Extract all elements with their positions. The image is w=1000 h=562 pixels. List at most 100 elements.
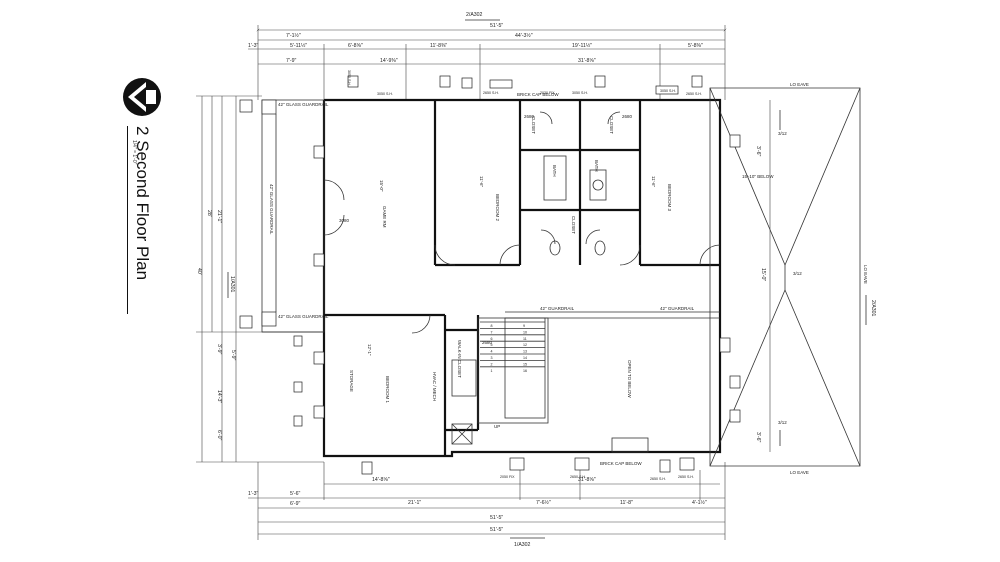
svg-text:21'-1": 21'-1"	[216, 210, 222, 223]
dim-top-row-4: 19'-11½"	[572, 42, 592, 49]
section-ref-right: 2/A301	[865, 295, 876, 325]
label-closet-a: CLOSET	[531, 116, 536, 134]
win-tag-bottom-3: 2650 S.H.	[678, 475, 694, 479]
right-dimensions: 3'-6" 15'-0" 3'-6"	[755, 100, 771, 452]
door-2680c: 2680	[482, 340, 493, 345]
svg-text:51'-5": 51'-5"	[490, 515, 503, 521]
win-tag-top-2: 2650 S.H.	[483, 91, 499, 95]
stair-number: 12	[523, 343, 527, 347]
svg-text:5'-6": 5'-6"	[290, 491, 300, 497]
stair-number: 9	[523, 324, 525, 328]
label-game-rm: GAME RM	[382, 206, 387, 228]
section-ref-top: 2/A302	[465, 12, 500, 21]
dim-top-overall: 51'-5"	[490, 23, 503, 29]
label-bath-1: BATH	[552, 165, 557, 177]
dim-top-sub: 44'-3½"	[515, 32, 533, 39]
stair-number: 1	[491, 369, 493, 373]
sheet-scale: 1/4" = 1'-0"	[131, 140, 137, 165]
room-labels: GAME RM 15'-0" BEDROOM 2 11'-6" BEDROOM …	[269, 102, 695, 429]
dim-top-b: 14'-9⅜"	[380, 58, 398, 64]
stair-number: 2	[491, 362, 493, 366]
slope-2: 3/12	[793, 271, 802, 276]
building-walls	[261, 98, 722, 458]
svg-text:7'-6½": 7'-6½"	[536, 499, 551, 506]
win-tag-top-6: 2650 S.H.	[686, 92, 702, 96]
door-2680a: 2680	[524, 114, 535, 119]
win-tag-top-1: 3050 S.H.	[377, 92, 393, 96]
svg-text:3'-6": 3'-6"	[755, 432, 761, 442]
svg-text:21'-1": 21'-1"	[408, 500, 421, 506]
label-hvac: HVAC / MECH	[432, 372, 437, 401]
label-glass-mid: 42" GLASS GUARDRAIL	[269, 184, 274, 235]
dim-bedroom-1: 12'-1"	[367, 344, 372, 356]
top-dimensions: 51'-5" 44'-3½" 7'-1½" 1'-3" 5'-11½" 6'-8…	[248, 23, 727, 100]
label-bath-2: BATH	[594, 160, 599, 172]
svg-text:3'-6": 3'-6"	[755, 146, 761, 156]
slope-1: 3/12	[778, 131, 787, 136]
top-window-tags: 3050 S.H. 3050 S.H. 2650 S.H. 2030 FIX 3…	[347, 70, 703, 97]
left-window-tags	[239, 99, 325, 427]
label-walkin: WALK-IN CLOSET	[457, 340, 462, 378]
svg-text:2/A302: 2/A302	[466, 12, 483, 18]
sheet-number: 2	[133, 126, 152, 136]
svg-text:6'-0": 6'-0"	[216, 430, 222, 440]
door-2680b: 2680	[622, 114, 633, 119]
dim-game: 15'-0"	[379, 180, 384, 192]
label-bedroom-1: BEDROOM 1	[385, 376, 390, 404]
stair-number: 13	[523, 350, 527, 354]
label-storage: STORAGE	[349, 370, 354, 392]
stair-number: 5	[491, 343, 493, 347]
svg-text:2/A301: 2/A301	[870, 300, 876, 317]
dim-top-a: 7'-9"	[286, 58, 296, 64]
lo-eave-right: LO EAVE	[863, 265, 868, 284]
dim-top-row-3: 11'-8⅜"	[430, 43, 447, 49]
win-tag-bottom-0: 2050 FIX	[500, 475, 515, 479]
roof-plan: LO EAVE LO EAVE LO EAVE 3/12 3/12 3/12 1…	[709, 82, 868, 475]
north-arrow-icon	[123, 78, 161, 116]
dim-top-row-5: 5'-8⅜"	[688, 43, 703, 49]
stair-number: 15	[523, 362, 527, 366]
svg-text:5'-9": 5'-9"	[230, 350, 236, 360]
svg-text:11'-8": 11'-8"	[620, 500, 633, 506]
label-guardrail: 42" GUARDRAIL	[540, 306, 575, 311]
stair-number: 6	[491, 337, 493, 341]
label-glass-bottom: 42" GLASS GUARDRAIL	[278, 314, 329, 319]
door-3080: 3080	[339, 218, 350, 223]
win-tag-top-5: 3050 S.H.	[660, 89, 676, 93]
section-ref-bottom: 1/A302	[510, 537, 545, 548]
dim-top-row-0: 1'-3"	[248, 43, 258, 49]
svg-text:4'-1½": 4'-1½"	[692, 499, 707, 506]
dim-top-row-2: 6'-8⅝"	[348, 43, 363, 49]
dim-top-row-1: 5'-11½"	[290, 42, 307, 49]
svg-text:3'-9": 3'-9"	[216, 344, 222, 354]
below-note: 15'-10" BELOW	[742, 174, 774, 179]
label-up: UP	[494, 424, 500, 429]
stair-number: 10	[523, 330, 527, 334]
dim-top-c: 31'-8⅝"	[578, 58, 596, 64]
dim-bedroom-2: 11'-6"	[479, 176, 484, 188]
section-ref-left: 1/A301	[227, 272, 235, 298]
slope-3: 3/12	[778, 420, 787, 425]
stair-number: 7	[491, 330, 493, 334]
stair-number: 3	[491, 356, 493, 360]
label-bedroom-2: BEDROOM 2	[495, 194, 500, 222]
win-tag-top-3: 2030 FIX	[540, 91, 555, 95]
svg-text:15'-0": 15'-0"	[760, 268, 766, 281]
win-tag-top-4: 3050 S.H.	[572, 91, 588, 95]
bottom-window-tags: 2050 FIX 2650 S.H. 2650 S.H. 2650 S.H. B…	[361, 457, 695, 481]
label-closet-c: CLOSET	[571, 216, 576, 234]
brick-cap-top: BRICK CAP BELOW	[517, 92, 559, 97]
svg-text:1/A301: 1/A301	[229, 276, 235, 293]
label-open-below: OPEN TO BELOW	[627, 360, 632, 398]
stair-number: 8	[491, 324, 493, 328]
stair-number: 16	[523, 369, 527, 373]
svg-text:14'-3": 14'-3"	[216, 390, 222, 403]
svg-text:1/A302: 1/A302	[514, 542, 531, 548]
stair-number: 11	[523, 337, 527, 341]
brick-cap-bottom: BRICK CAP BELOW	[600, 461, 642, 466]
svg-text:1'-3": 1'-3"	[248, 491, 258, 497]
dim-bedroom-3: 11'-6"	[651, 176, 656, 188]
left-dimensions: 40' 28' 21'-1" 5'-9" 3'-9" 14'-3" 6'-0"	[196, 95, 324, 463]
svg-text:28': 28'	[206, 210, 212, 217]
